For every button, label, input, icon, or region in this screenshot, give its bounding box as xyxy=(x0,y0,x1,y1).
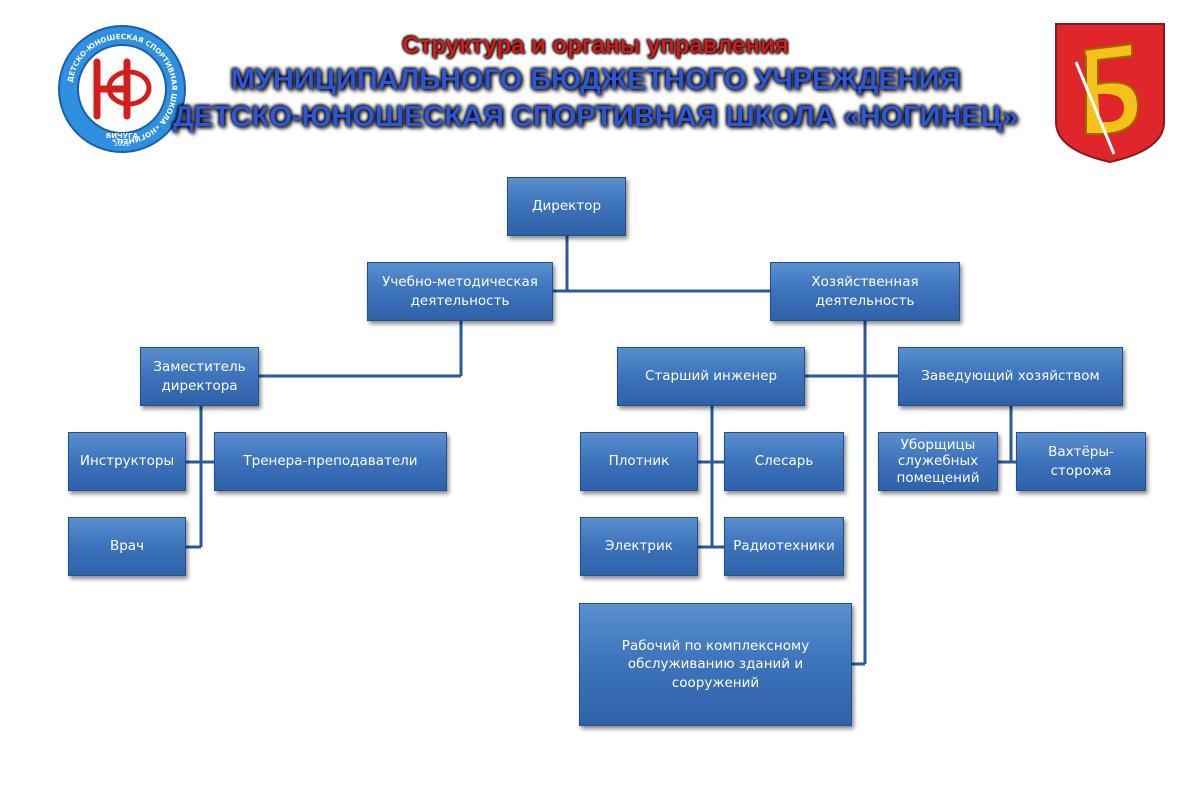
node-carpenter: Плотник xyxy=(580,432,698,491)
node-locksmith: Слесарь xyxy=(724,432,844,491)
node-electrician: Электрик xyxy=(580,517,698,576)
node-doctor: Врач xyxy=(68,517,186,576)
node-cleaners: Уборщицы служебных помещений xyxy=(878,432,998,491)
node-deputy-director: Заместитель директора xyxy=(140,347,259,406)
title-line-2: МУНИЦИПАЛЬНОГО БЮДЖЕТНОГО УЧРЕЖДЕНИЯ xyxy=(230,64,961,96)
node-coaches: Тренера-преподаватели xyxy=(214,432,447,491)
logo-city: ВИЧУГА xyxy=(106,132,139,140)
node-economic-activity: Хозяйственная деятельность xyxy=(770,262,960,321)
node-senior-engineer: Старший инженер xyxy=(617,347,805,406)
coat-of-arms xyxy=(1054,22,1166,168)
title-line-1: Структура и органы управления xyxy=(402,32,789,59)
node-guards: Вахтёры-сторожа xyxy=(1016,432,1146,491)
node-educational-activity: Учебно-методическая деятельность xyxy=(367,262,553,321)
school-logo: ДЕТСКО-ЮНОШЕСКАЯ СПОРТИВНАЯ ШКОЛА «НОГИН… xyxy=(57,24,187,158)
node-maintenance-worker: Рабочий по комплексному обслуживанию зда… xyxy=(579,603,852,726)
title-line-3: ДЕТСКО-ЮНОШЕСКАЯ СПОРТИВНАЯ ШКОЛА «НОГИН… xyxy=(172,101,1019,133)
node-instructors: Инструкторы xyxy=(68,432,186,491)
logo-year: 1922 xyxy=(114,140,131,148)
node-radio-technicians: Радиотехники xyxy=(724,517,844,576)
node-supply-manager: Заведующий хозяйством xyxy=(898,347,1123,406)
node-director: Директор xyxy=(507,177,626,236)
